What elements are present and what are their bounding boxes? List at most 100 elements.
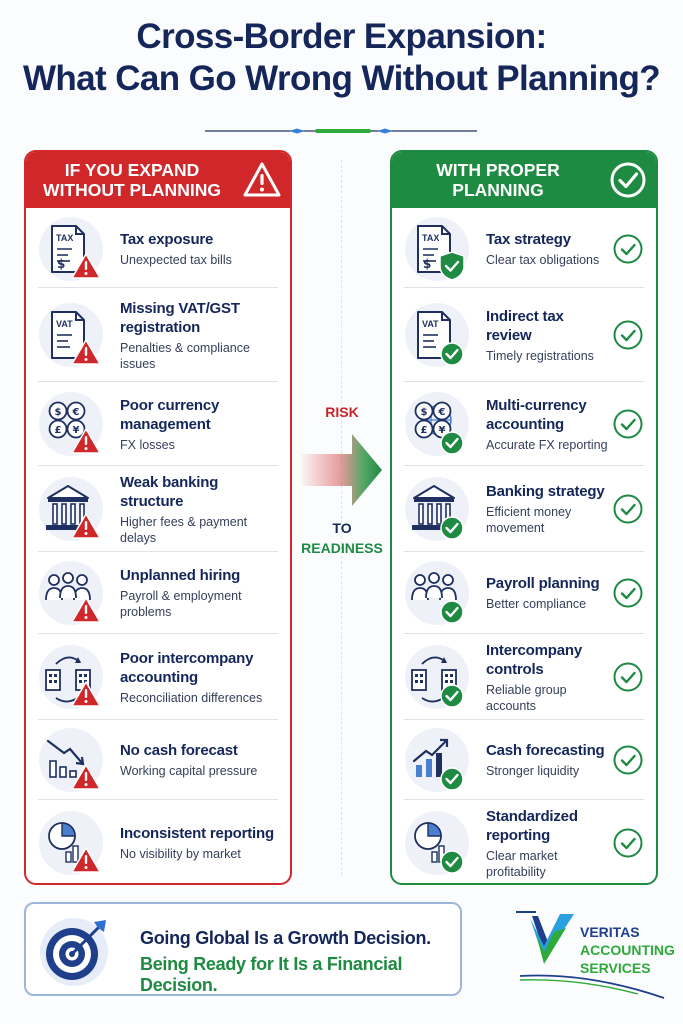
- row-divider: [38, 799, 278, 800]
- right-item-description: Efficient money movement: [486, 505, 572, 535]
- right-item-title: Cash forecasting: [486, 742, 605, 759]
- left-item-description: Reconciliation differences: [120, 691, 263, 705]
- tax-document-shield-icon: TAX$: [404, 216, 470, 282]
- with-planning-header: WITH PROPER PLANNING: [392, 152, 656, 208]
- people-group-check-icon: [404, 560, 470, 626]
- row-divider: [404, 551, 644, 552]
- brand-line-1: VERITAS: [580, 924, 640, 940]
- svg-text:$: $: [421, 407, 428, 418]
- tax-document-warning-icon: TAX $: [38, 216, 104, 282]
- svg-text:£: £: [55, 425, 62, 436]
- to-label: TO: [332, 520, 352, 536]
- risk-to-readiness-transition: RISK TO READINESS: [300, 150, 384, 885]
- risk-label: RISK: [325, 404, 359, 420]
- row-divider: [38, 465, 278, 466]
- left-item-title: Missing VAT/GST registration: [120, 300, 240, 336]
- bank-building-check-icon: [404, 476, 470, 542]
- people-group-warning-icon: [38, 560, 104, 626]
- left-item-description: Higher fees & payment delays: [120, 515, 248, 545]
- brand-line-2: ACCOUNTING: [580, 942, 675, 958]
- left-item-title: Inconsistent reporting: [120, 825, 274, 842]
- brand-swoosh: [519, 974, 665, 999]
- row-divider: [404, 465, 644, 466]
- currency-coins-warning-icon: $€£¥: [38, 391, 104, 457]
- right-item-title: Tax strategy: [486, 231, 571, 248]
- svg-text:$: $: [57, 257, 65, 271]
- vat-document-check-icon: VAT: [404, 302, 470, 368]
- check-circle-icon: [612, 827, 644, 859]
- right-item-description: Better compliance: [486, 597, 587, 611]
- svg-text:£: £: [421, 425, 428, 436]
- left-item-description: Penalties & compliance issues: [120, 341, 250, 371]
- warning-triangle-icon: [243, 162, 281, 197]
- left-item-title: Poor currency management: [120, 397, 220, 433]
- svg-text:¥: ¥: [439, 425, 446, 436]
- svg-text:€: €: [72, 407, 80, 418]
- closing-line-1: Going Global Is a Growth Decision.: [140, 928, 431, 948]
- right-item-title: Intercompany controls: [486, 642, 582, 678]
- target-bullseye-icon: [40, 918, 108, 986]
- check-circle-icon: [610, 162, 646, 198]
- svg-text:€: €: [438, 407, 446, 418]
- brand-line-3: SERVICES: [580, 960, 651, 976]
- center-divider: [341, 160, 342, 875]
- pie-chart-warning-icon: [38, 810, 104, 876]
- growth-chart-check-icon: [404, 727, 470, 793]
- row-divider: [404, 287, 644, 288]
- left-item-title: Weak banking structure: [120, 474, 219, 510]
- row-divider: [404, 799, 644, 800]
- check-circle-icon: [612, 493, 644, 525]
- veritas-v-logo-icon: [512, 911, 574, 964]
- left-heading-line-1: IF YOU EXPAND: [64, 160, 200, 180]
- left-item-description: Working capital pressure: [120, 764, 258, 778]
- right-heading-line-2: PLANNING: [452, 180, 544, 200]
- pie-chart-check-icon: [404, 810, 470, 876]
- without-planning-header: IF YOU EXPAND WITHOUT PLANNING: [26, 152, 290, 208]
- left-heading-line-2: WITHOUT PLANNING: [43, 180, 221, 200]
- right-item-title: Banking strategy: [486, 483, 605, 500]
- row-divider: [404, 719, 644, 720]
- check-circle-icon: [612, 408, 644, 440]
- row-divider: [38, 633, 278, 634]
- check-circle-icon: [612, 577, 644, 609]
- right-item-description: Timely registrations: [486, 349, 594, 363]
- right-item-description: Accurate FX reporting: [486, 438, 608, 452]
- left-item-description: Unexpected tax bills: [120, 253, 232, 267]
- row-divider: [38, 287, 278, 288]
- row-divider: [38, 381, 278, 382]
- right-item-description: Reliable group accounts: [486, 683, 567, 713]
- title-line-1: Cross-Border Expansion:: [136, 17, 547, 56]
- veritas-logo: VERITAS ACCOUNTING SERVICES: [508, 908, 675, 1004]
- closing-message-box: Going Global Is a Growth Decision. Being…: [24, 902, 462, 996]
- left-item-title: Unplanned hiring: [120, 567, 241, 584]
- closing-line-2: Being Ready for It Is a Financial Decisi…: [140, 954, 403, 995]
- svg-text:TAX: TAX: [56, 233, 73, 243]
- left-item-description: FX losses: [120, 438, 175, 452]
- multi-currency-globe-icon: $ € £ ¥: [404, 391, 470, 457]
- title-divider: [205, 128, 477, 134]
- readiness-label: READINESS: [301, 540, 383, 556]
- right-item-title: Standardized reporting: [486, 808, 578, 844]
- check-circle-icon: [612, 744, 644, 776]
- check-circle-icon: [612, 661, 644, 693]
- left-item-title: Poor intercompany accounting: [120, 650, 254, 686]
- svg-text:¥: ¥: [73, 425, 80, 436]
- bank-building-warning-icon: [38, 476, 104, 542]
- row-divider: [38, 719, 278, 720]
- right-item-title: Payroll planning: [486, 575, 600, 592]
- right-item-description: Clear market profitability: [486, 849, 558, 879]
- title-line-2: What Can Go Wrong Without Planning?: [22, 59, 661, 98]
